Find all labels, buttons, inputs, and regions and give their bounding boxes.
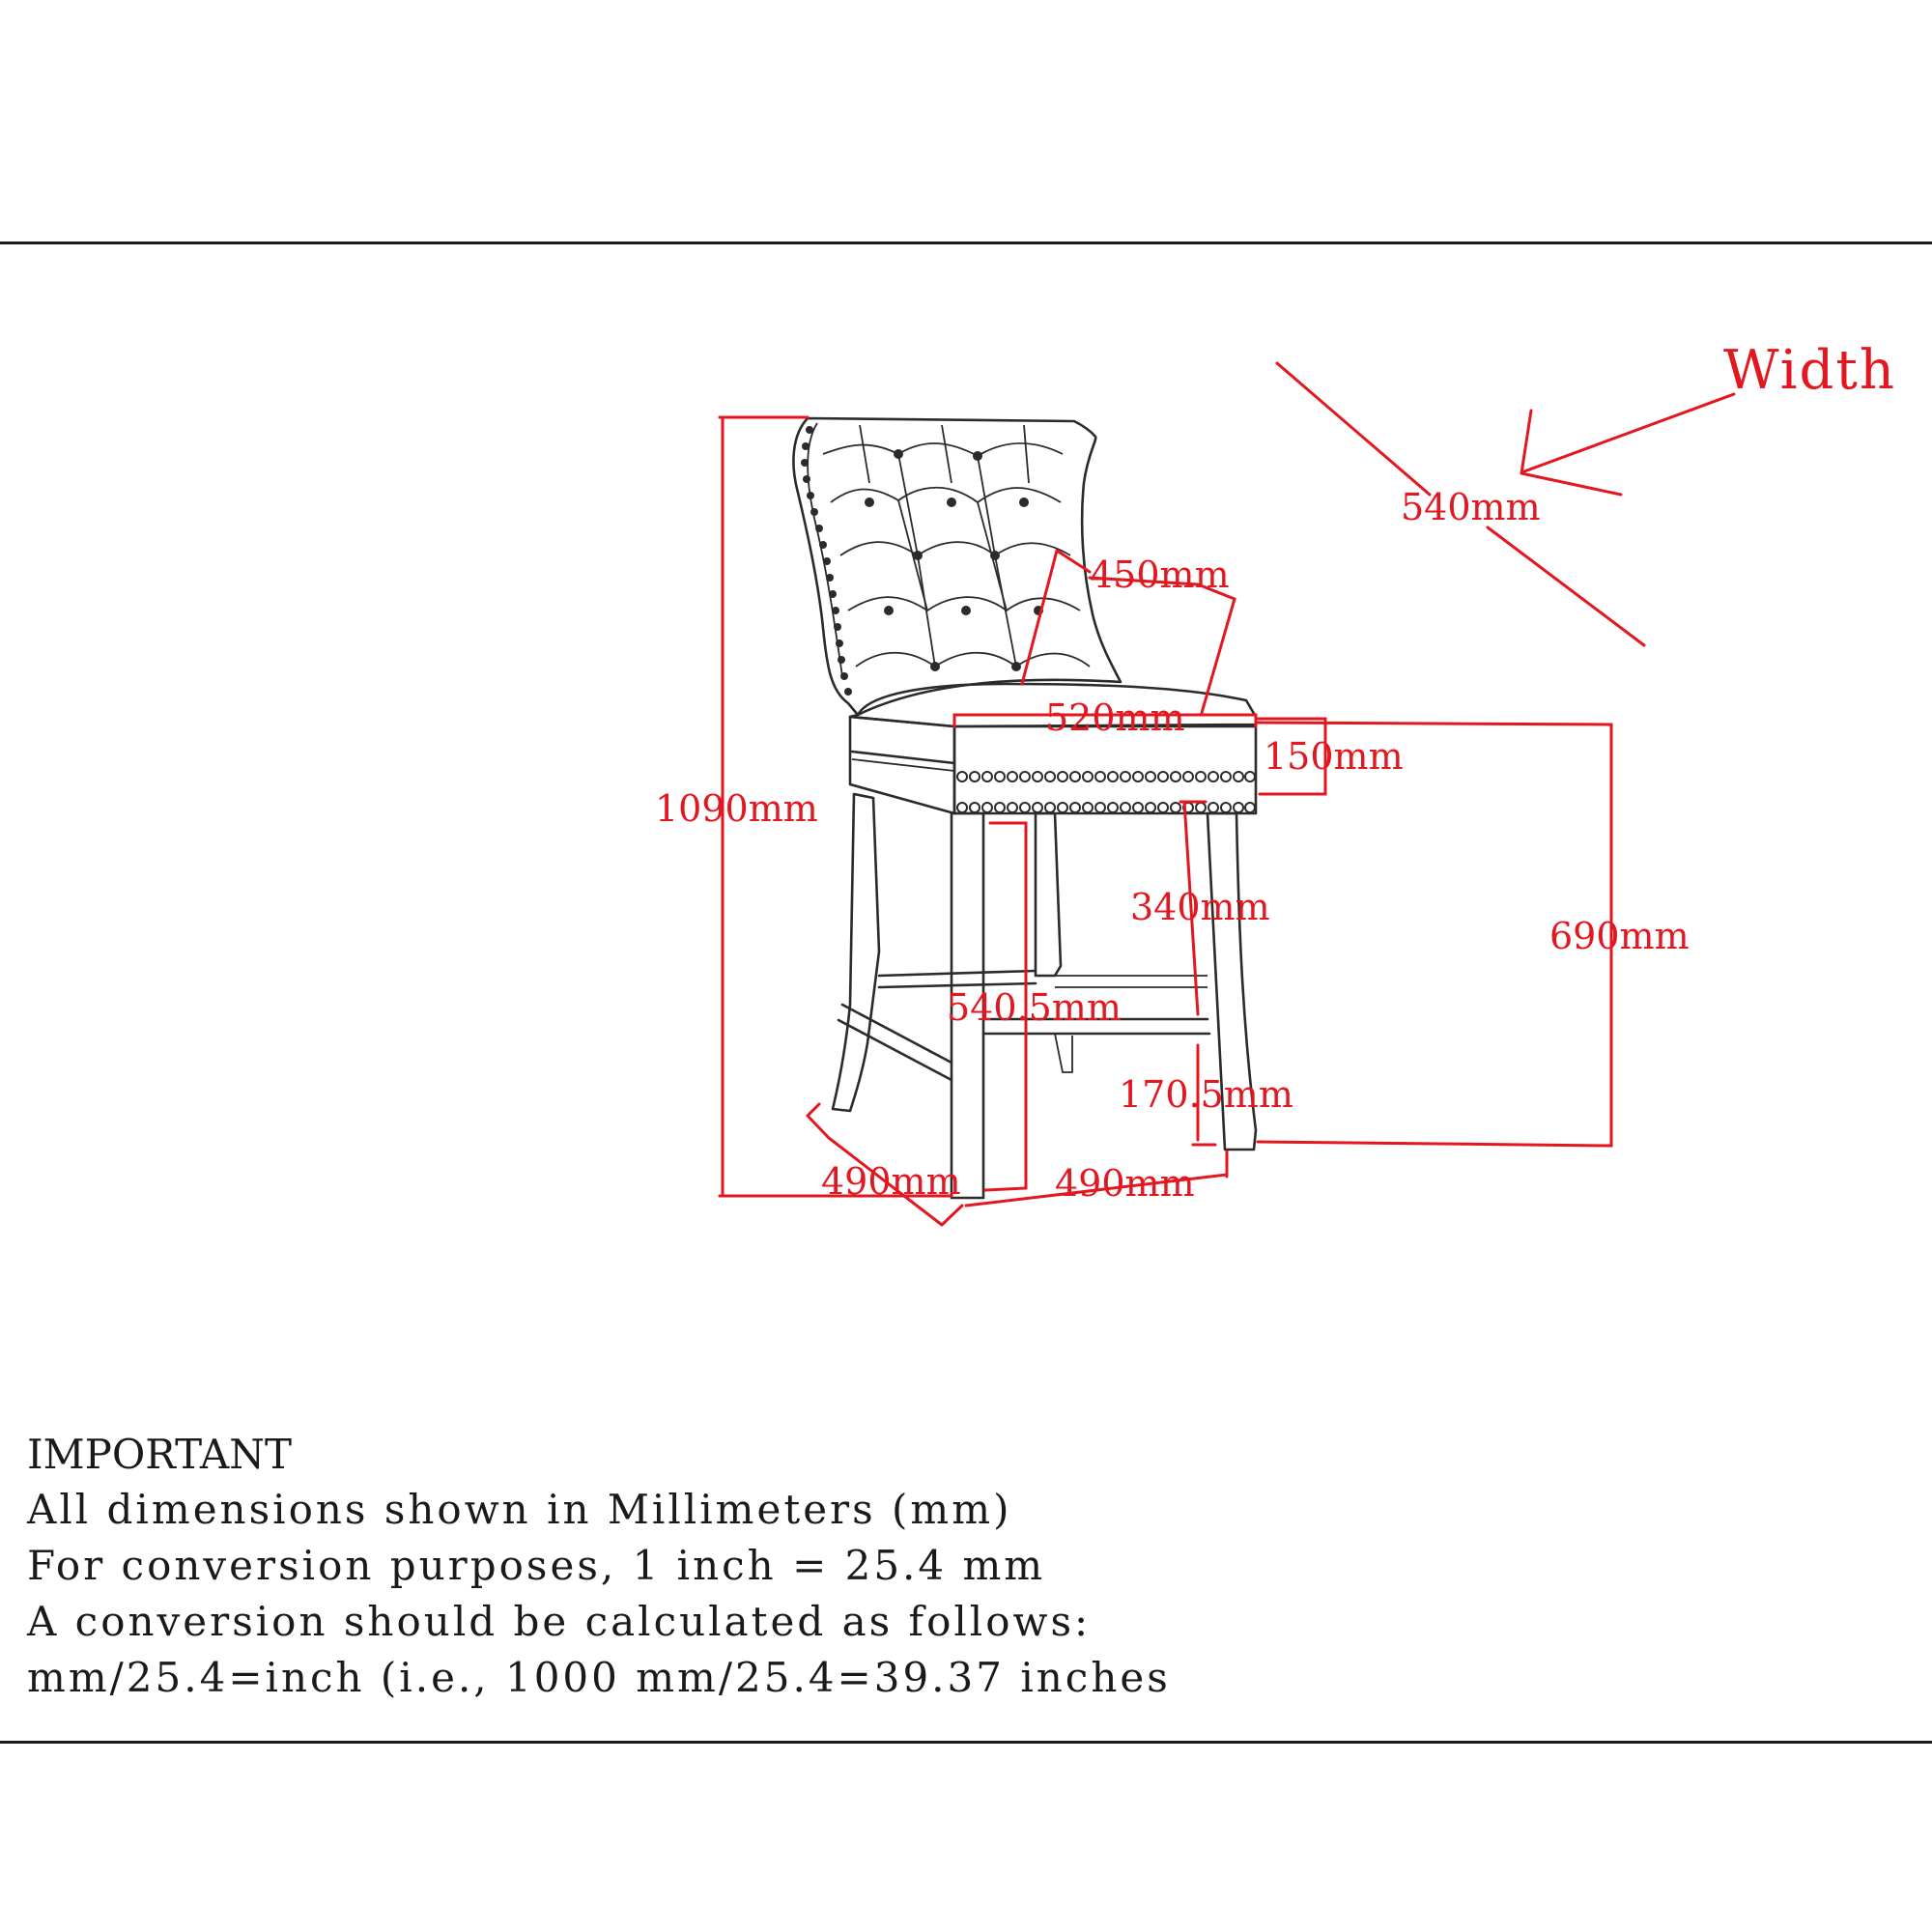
dim-label-520: 520mm [1045, 696, 1185, 739]
dim-line-340 [1179, 800, 1208, 1016]
nailhead-trim-back [801, 426, 852, 696]
bottom-divider [0, 1741, 1932, 1744]
dim-label-690: 690mm [1549, 915, 1690, 957]
nailhead-trim-seat [956, 771, 1256, 813]
dim-line-450 [1020, 548, 1236, 715]
stretcher-side-left [837, 1003, 953, 1082]
dim-label-490-width: 490mm [1055, 1162, 1195, 1205]
dim-label-150: 150mm [1264, 735, 1404, 778]
stretcher-back [877, 969, 1037, 989]
dim-label-170-5: 170.5mm [1119, 1073, 1293, 1116]
seat-cushion [848, 682, 1258, 728]
leg-back-right [1034, 811, 1063, 978]
dim-label-450: 450mm [1090, 554, 1230, 596]
stretcher-front [981, 1017, 1211, 1036]
notes-block: IMPORTANT All dimensions shown in Millim… [27, 1428, 1476, 1706]
notes-line-2: For conversion purposes, 1 inch = 25.4 m… [27, 1542, 1046, 1589]
dim-label-540-5: 540.5mm [947, 986, 1122, 1029]
dim-label-340: 340mm [1130, 886, 1270, 928]
notes-heading: IMPORTANT [27, 1431, 292, 1478]
notes-line-3: A conversion should be calculated as fol… [27, 1598, 1092, 1645]
leg-back-left [831, 792, 881, 1113]
stool-line-art [792, 416, 1258, 1200]
notes-line-4: mm/25.4=inch (i.e., 1000 mm/25.4=39.37 i… [27, 1654, 1171, 1701]
dim-label-540: 540mm [1401, 486, 1541, 528]
dimension-lines [718, 361, 1736, 1227]
dim-line-520 [952, 713, 1258, 728]
backrest-outline [792, 416, 1122, 717]
notes-line-1: All dimensions shown in Millimeters (mm) [27, 1486, 1012, 1533]
dim-line-490-depth [806, 1102, 964, 1227]
dim-line-540 [1275, 361, 1646, 647]
top-divider [0, 242, 1932, 244]
leg-front-right [1206, 811, 1258, 1151]
tufting-pattern [822, 424, 1091, 668]
leg-front-left [950, 811, 985, 1200]
dim-line-540-5 [983, 821, 1028, 1192]
dim-label-1090: 1090mm [655, 787, 818, 830]
dim-line-1090 [718, 415, 953, 1198]
dim-label-490-depth: 490mm [821, 1160, 961, 1203]
width-label: Width [1723, 339, 1896, 402]
dim-line-150 [1256, 717, 1327, 796]
dim-line-170-5 [1191, 1043, 1217, 1147]
seat-front-apron [952, 724, 1258, 815]
width-arrow [1520, 392, 1736, 497]
dim-line-490-width [964, 1150, 1229, 1208]
tufting-buttons [865, 449, 1043, 671]
dim-line-690 [1256, 721, 1613, 1148]
